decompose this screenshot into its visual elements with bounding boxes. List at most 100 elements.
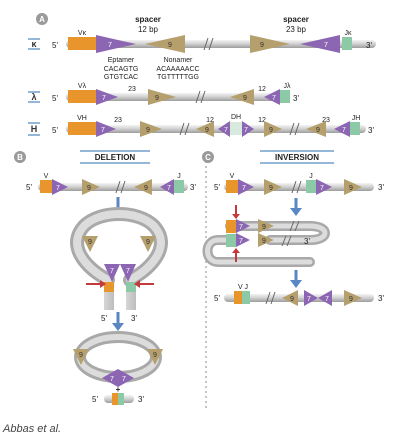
heptamer-label: 7 [110,268,114,275]
heptamer-label: 7 [126,268,130,275]
b-top-j-segment [174,180,184,193]
heavy-break-mark [294,122,300,136]
c-top-break-mark [296,180,302,194]
c-product-v-segment [234,291,242,304]
heptamer-label: 7 [167,185,171,192]
c-top-3prime: 3' [378,183,384,192]
heavy-d-label: DH [231,114,241,121]
nonamer-label: 9 [168,42,172,49]
c-product-nonamer-2 [344,290,362,306]
nonamer-label: 9 [155,95,159,102]
heavy-nonamer-3 [264,121,282,137]
lambda-locus-label: λ [31,92,36,102]
c-top-j-segment [306,180,316,193]
heptamer-title: Eptamer [108,57,135,64]
heavy-nonamer-2 [196,121,214,137]
panel-a: A κ 5' Vκ 7 9 9 7 Jκ 3' spacer 12 bp sp [28,13,376,137]
heavy-break-mark [179,122,185,136]
figure-credit: Abbas et al. [3,423,62,435]
lambda-spacer-left: 23 [128,86,136,93]
b-circle-nonamer-left [73,349,89,365]
kappa-dna-strand [66,40,376,48]
b-joint-v-segment [112,393,118,405]
b-top-nonamer-2 [134,179,152,195]
c-fold-heptamer-1 [236,219,250,233]
heavy-nonamer-4 [306,121,326,137]
kappa-j-segment [342,37,352,50]
lambda-j-label: Jλ [284,83,292,90]
lambda-heptamer-2 [264,89,280,105]
lambda-break-mark [200,90,206,104]
c-fold-heptamer-2 [236,233,250,247]
heptamer-label: 7 [242,185,246,192]
kappa-heptamer-1 [96,35,136,53]
c-top-heptamer-1 [238,179,254,195]
kappa-break-mark [208,37,214,51]
nonamer-label: 9 [262,224,266,231]
nonamer-label: 9 [243,95,247,102]
c-fold-j-segment [226,234,236,247]
panel-b: B DELETION 5' V 7 9 9 7 J 3' 9 9 7 [14,150,196,405]
kappa-5prime: 5' [52,41,58,50]
b-loop-nonamer-right [140,236,156,252]
kappa-locus-label: κ [31,39,37,49]
kappa-v-segment [68,37,96,50]
c-product-break-mark [265,291,271,305]
lambda-j-segment [280,90,290,103]
c-fold-nonamer-1 [258,219,274,233]
kappa-spacer-right-label: spacer [283,15,309,24]
nonamer-label: 9 [349,185,353,192]
heptamer-label: 7 [56,185,60,192]
panel-c-letter: C [205,153,211,162]
heavy-break-mark [184,122,190,136]
c-fold-v-segment [226,220,236,233]
kappa-3prime: 3' [366,41,372,50]
nonamer-label: 9 [349,296,353,303]
c-fold-nonamer-2 [258,233,274,247]
heavy-v-label: VH [77,115,87,122]
b-plus-sign: + [116,385,121,394]
heptamer-label: 7 [239,224,243,231]
nonamer-label: 9 [269,127,273,134]
heptamer-label: 7 [110,376,114,383]
heavy-locus-label: H [31,124,38,134]
c-arrow-2-head [290,280,302,288]
c-product-5prime: 5' [214,294,220,303]
kappa-nonamer-1 [145,35,185,53]
kappa-spacer-left-bp: 12 bp [138,25,159,34]
kappa-locus-row: κ 5' Vκ 7 9 9 7 Jκ 3' spacer 12 bp space… [28,15,376,81]
b-top-3prime: 3' [190,183,196,192]
heavy-j-label: JH [352,115,361,122]
lambda-v-label: Vλ [78,83,87,90]
c-top-v-label: V [230,173,235,180]
panel-b-badge [14,151,26,163]
b-top-break-mark [120,180,126,194]
c-top-nonamer-1 [264,179,282,195]
c-fold-3prime: 3' [304,237,310,246]
lambda-nonamer-1 [148,89,176,105]
panel-c-title: INVERSION [275,153,319,162]
heptamer-label: 7 [122,376,126,383]
heptamer-seq-bottom: GTGTCAC [104,74,138,81]
b-joint-5prime: 5' [92,395,98,404]
b-top-nonamer-1 [82,179,100,195]
panel-b-letter: B [17,153,23,162]
b-loop-3prime: 3' [131,314,137,323]
nonamer-label: 9 [144,185,148,192]
c-top-j-label: J [309,173,313,180]
b-circle-heptamer-left [102,369,118,387]
heavy-spacer-3: 12 [258,117,266,124]
panel-a-letter: A [39,15,45,24]
c-arrow-1-head [290,208,302,216]
lambda-locus-row: λ 5' Vλ 7 9 23 9 7 12 Jλ 3' [28,83,299,105]
panel-c: C INVERSION 5' V 7 9 J 7 9 3' 7 9 [202,150,384,306]
nonamer-label: 9 [205,127,209,134]
lambda-heptamer-1 [96,89,118,105]
nonamer-label: 9 [262,238,266,245]
c-product-heptamer-1 [304,290,318,306]
b-top-heptamer-1 [52,179,68,195]
heavy-j-segment [350,122,360,135]
kappa-j-label: Jκ [345,30,353,37]
b-top-5prime: 5' [26,183,32,192]
nonamer-label: 9 [290,296,294,303]
